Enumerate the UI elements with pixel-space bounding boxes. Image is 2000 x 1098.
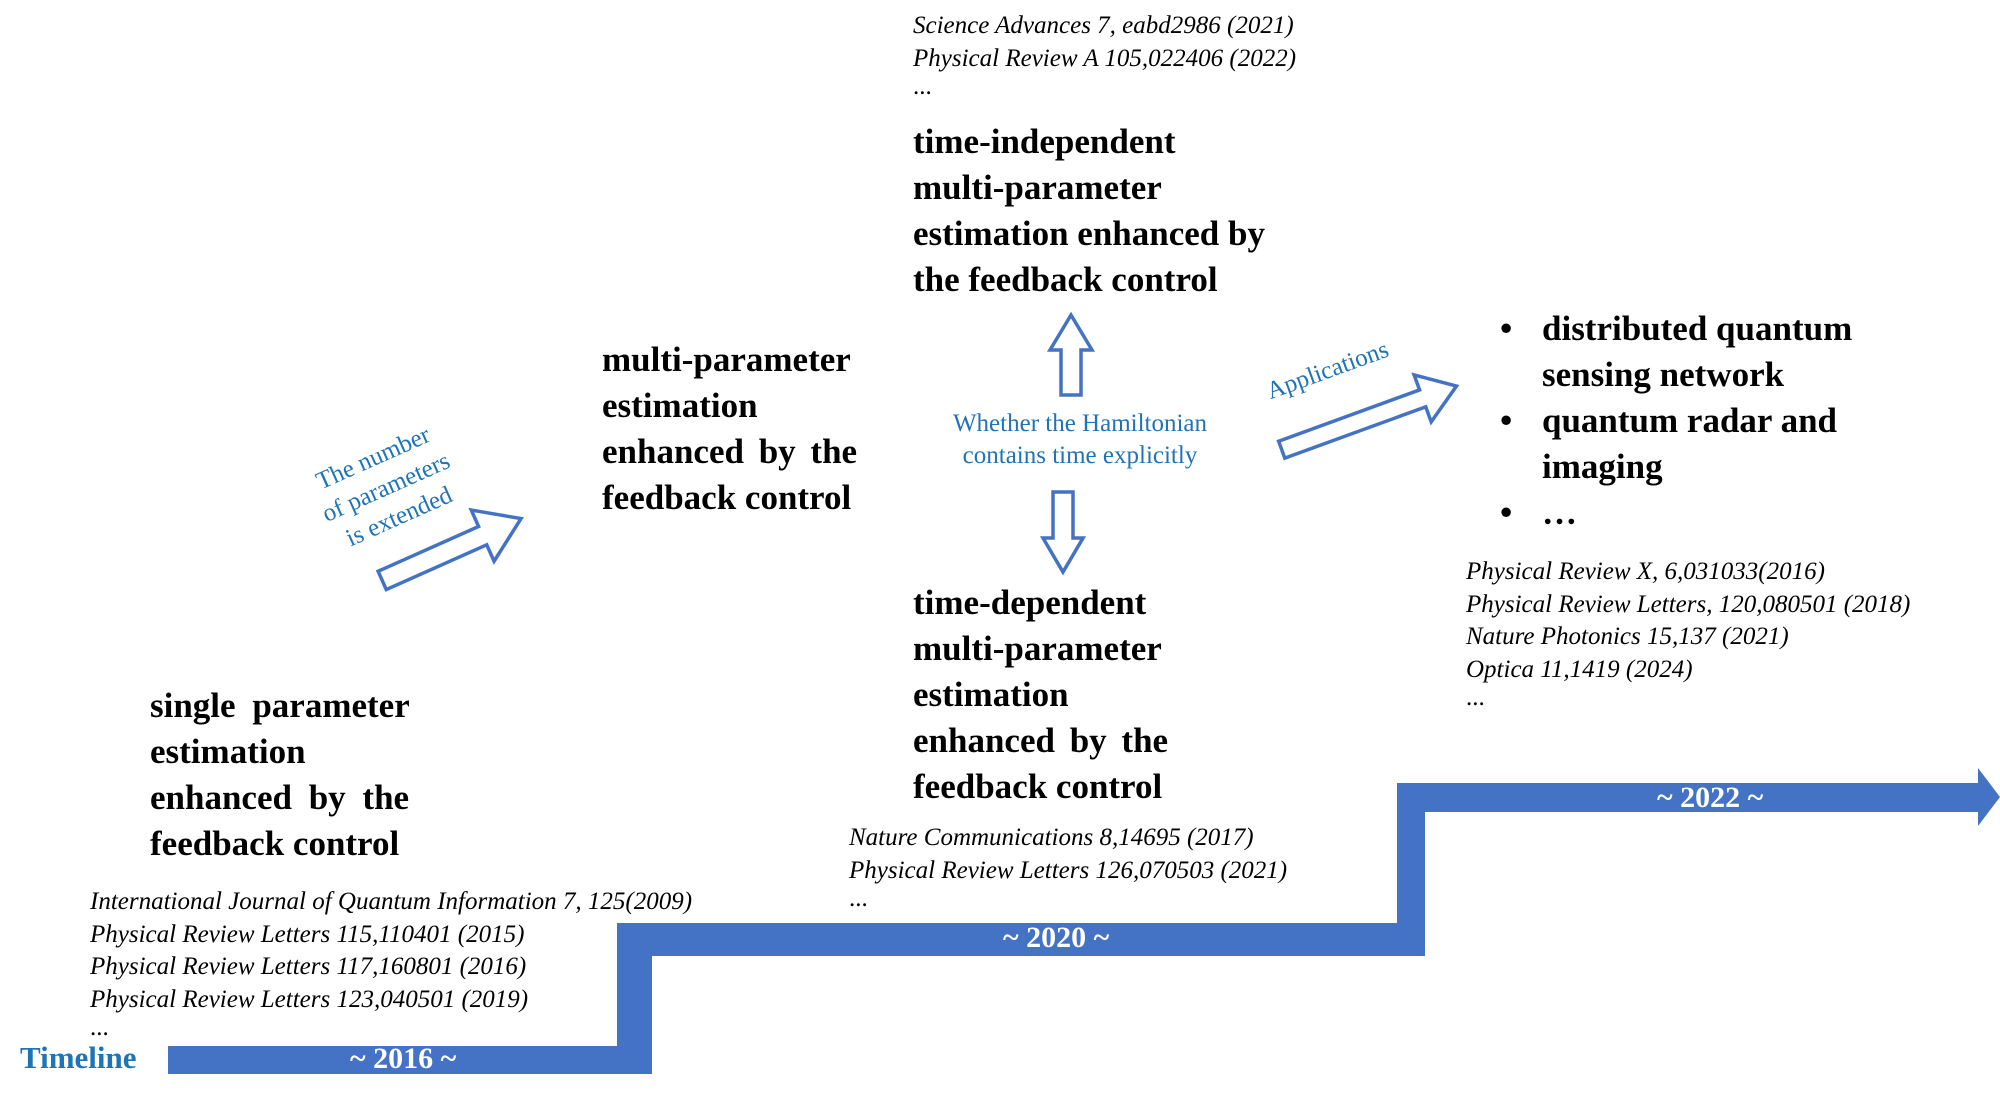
reference-item: Optica 11,1419 (2024) <box>1466 655 1693 683</box>
reference-item: Physical Review A 105,022406 (2022) <box>913 44 1297 72</box>
timeline-bar-2020 <box>617 923 1425 956</box>
bullet-icon: • <box>1500 401 1513 440</box>
reference-item: ... <box>1466 684 1485 711</box>
title-line: estimation <box>150 732 306 771</box>
title-line: feedback control <box>913 767 1163 806</box>
reference-item: Physical Review Letters 117,160801 (2016… <box>90 953 527 980</box>
reference-item: ... <box>849 885 868 912</box>
title-line: estimation enhanced by <box>913 214 1265 253</box>
reference-item: International Journal of Quantum Informa… <box>90 888 693 915</box>
outline-arrow-up-right-icon <box>375 507 524 592</box>
reference-item: ... <box>90 1014 109 1041</box>
title-line: enhanced by the <box>602 432 858 471</box>
note-line: contains time explicitly <box>962 442 1198 469</box>
reference-item: Physical Review Letters 123,040501 (2019… <box>90 985 529 1013</box>
title-line: estimation <box>602 386 758 425</box>
outline-arrow-up-icon <box>1046 311 1096 397</box>
stage-2016-title: single parameter estimation enhanced by … <box>150 683 432 867</box>
timeline-bar-2022-arrow <box>1397 768 2000 826</box>
reference-item: Nature Photonics 15,137 (2021) <box>1466 623 1789 650</box>
application-item: • … <box>1494 490 1852 536</box>
outline-arrow-right-icon <box>1276 372 1460 461</box>
hamiltonian-note: Whether the Hamiltonian contains time ex… <box>940 408 1220 472</box>
title-line: time-independent <box>913 122 1176 161</box>
item-line: quantum radar and <box>1542 401 1838 440</box>
year-label-2016: ~ 2016 ~ <box>350 1042 457 1075</box>
reference-item: Physical Review Letters 115,110401 (2015… <box>90 920 525 948</box>
title-line: estimation <box>913 675 1069 714</box>
item-line: distributed quantum <box>1542 309 1853 348</box>
reference-item: Physical Review X, 6,031033(2016) <box>1466 558 1825 585</box>
time-independent-title: time-independent multi-parameter estimat… <box>913 119 1265 303</box>
applications-references: Physical Review X, 6,031033(2016) Physic… <box>1466 556 1910 710</box>
reference-item: Physical Review Letters 126,070503 (2021… <box>849 856 1288 884</box>
title-line: single parameter <box>150 686 410 725</box>
year-label-2022: ~ 2022 ~ <box>1657 781 1764 814</box>
title-line: enhanced by the <box>150 778 410 817</box>
bullet-icon: • <box>1500 493 1513 532</box>
title-line: feedback control <box>150 824 400 863</box>
time-dependent-references: Nature Communications 8,14695 (2017) Phy… <box>849 822 1287 911</box>
title-line: time-dependent <box>913 583 1147 622</box>
year-label-2020: ~ 2020 ~ <box>1003 921 1110 954</box>
reference-item: ... <box>913 73 932 100</box>
item-line: imaging <box>1542 447 1663 486</box>
stage-multi-title: multi-parameter estimation enhanced by t… <box>602 337 857 521</box>
title-line: multi-parameter <box>602 340 851 379</box>
outline-arrow-down-icon <box>1039 490 1087 576</box>
bullet-icon: • <box>1500 309 1513 348</box>
application-item: • quantum radar and imaging <box>1494 398 1852 490</box>
reference-item: Physical Review Letters, 120,080501 (201… <box>1466 590 1911 618</box>
time-independent-references: Science Advances 7, eabd2986 (2021) Phys… <box>913 10 1296 99</box>
reference-item: Science Advances 7, eabd2986 (2021) <box>913 12 1294 39</box>
title-line: multi-parameter <box>913 168 1162 207</box>
title-line: feedback control <box>602 478 852 517</box>
item-line: … <box>1542 493 1577 532</box>
applications-list: • distributed quantum sensing network • … <box>1494 306 1852 536</box>
reference-item: Nature Communications 8,14695 (2017) <box>849 824 1254 851</box>
item-line: sensing network <box>1542 355 1785 394</box>
note-line: Whether the Hamiltonian <box>952 410 1208 437</box>
timeline-label: Timeline <box>20 1040 137 1075</box>
title-line: enhanced by the <box>913 721 1169 760</box>
title-line: the feedback control <box>913 260 1218 299</box>
timeline-bar-2016 <box>168 1046 652 1074</box>
time-dependent-title: time-dependent multi-parameter estimatio… <box>913 580 1168 810</box>
application-item: • distributed quantum sensing network <box>1494 306 1852 398</box>
title-line: multi-parameter <box>913 629 1162 668</box>
stage-2016-references: International Journal of Quantum Informa… <box>90 886 692 1040</box>
